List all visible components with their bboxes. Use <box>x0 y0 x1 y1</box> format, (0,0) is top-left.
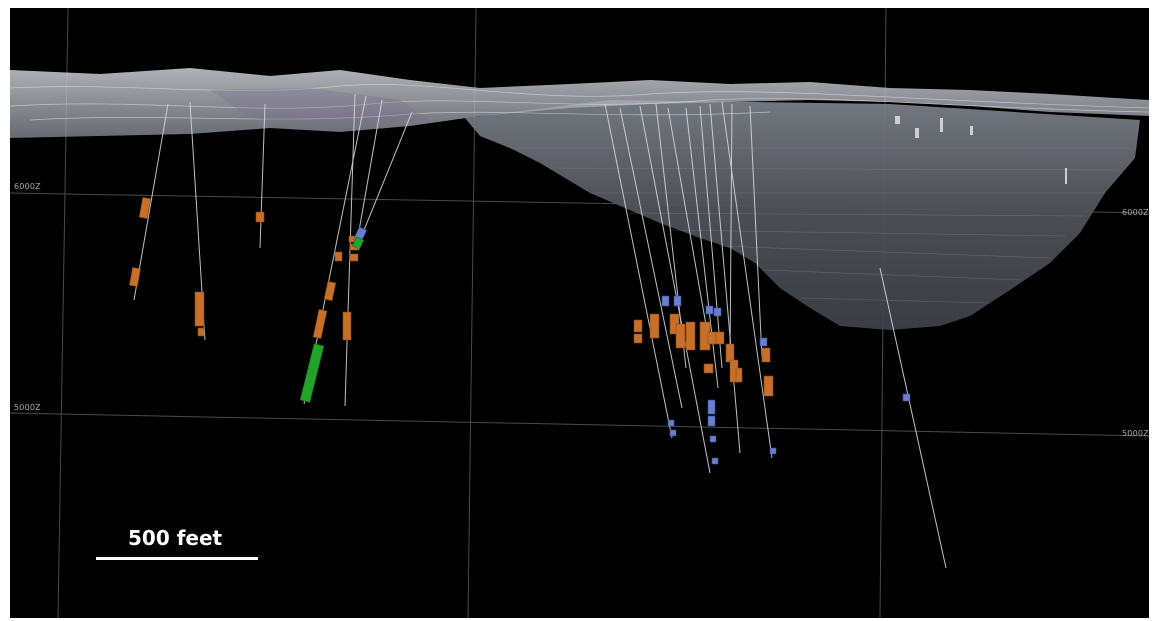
drill-hole-traces <box>133 93 947 569</box>
green-mineralized-intercepts <box>299 236 365 403</box>
elevation-label-6000z-left: 6000Z <box>14 182 41 191</box>
cross-section-scene <box>10 8 1149 618</box>
elevation-label-5000z-left: 5000Z <box>14 403 41 412</box>
elevation-label-5000z-right: 5000Z <box>1122 429 1149 438</box>
pit-wall-highlights <box>895 116 1067 184</box>
open-pit-shell <box>465 100 1140 330</box>
elevation-label-6000z-right: 6000Z <box>1122 208 1149 217</box>
surface-contours <box>10 84 1149 121</box>
scale-bar-label: 500 feet <box>128 526 223 550</box>
topographic-surface <box>10 68 1149 138</box>
orange-mineralized-intercepts <box>129 197 774 397</box>
blue-mineralized-intercepts <box>353 226 911 465</box>
scale-bar <box>96 557 258 560</box>
3d-section-viewport[interactable]: 6000Z 6000Z 5000Z 5000Z 500 feet <box>10 8 1149 618</box>
